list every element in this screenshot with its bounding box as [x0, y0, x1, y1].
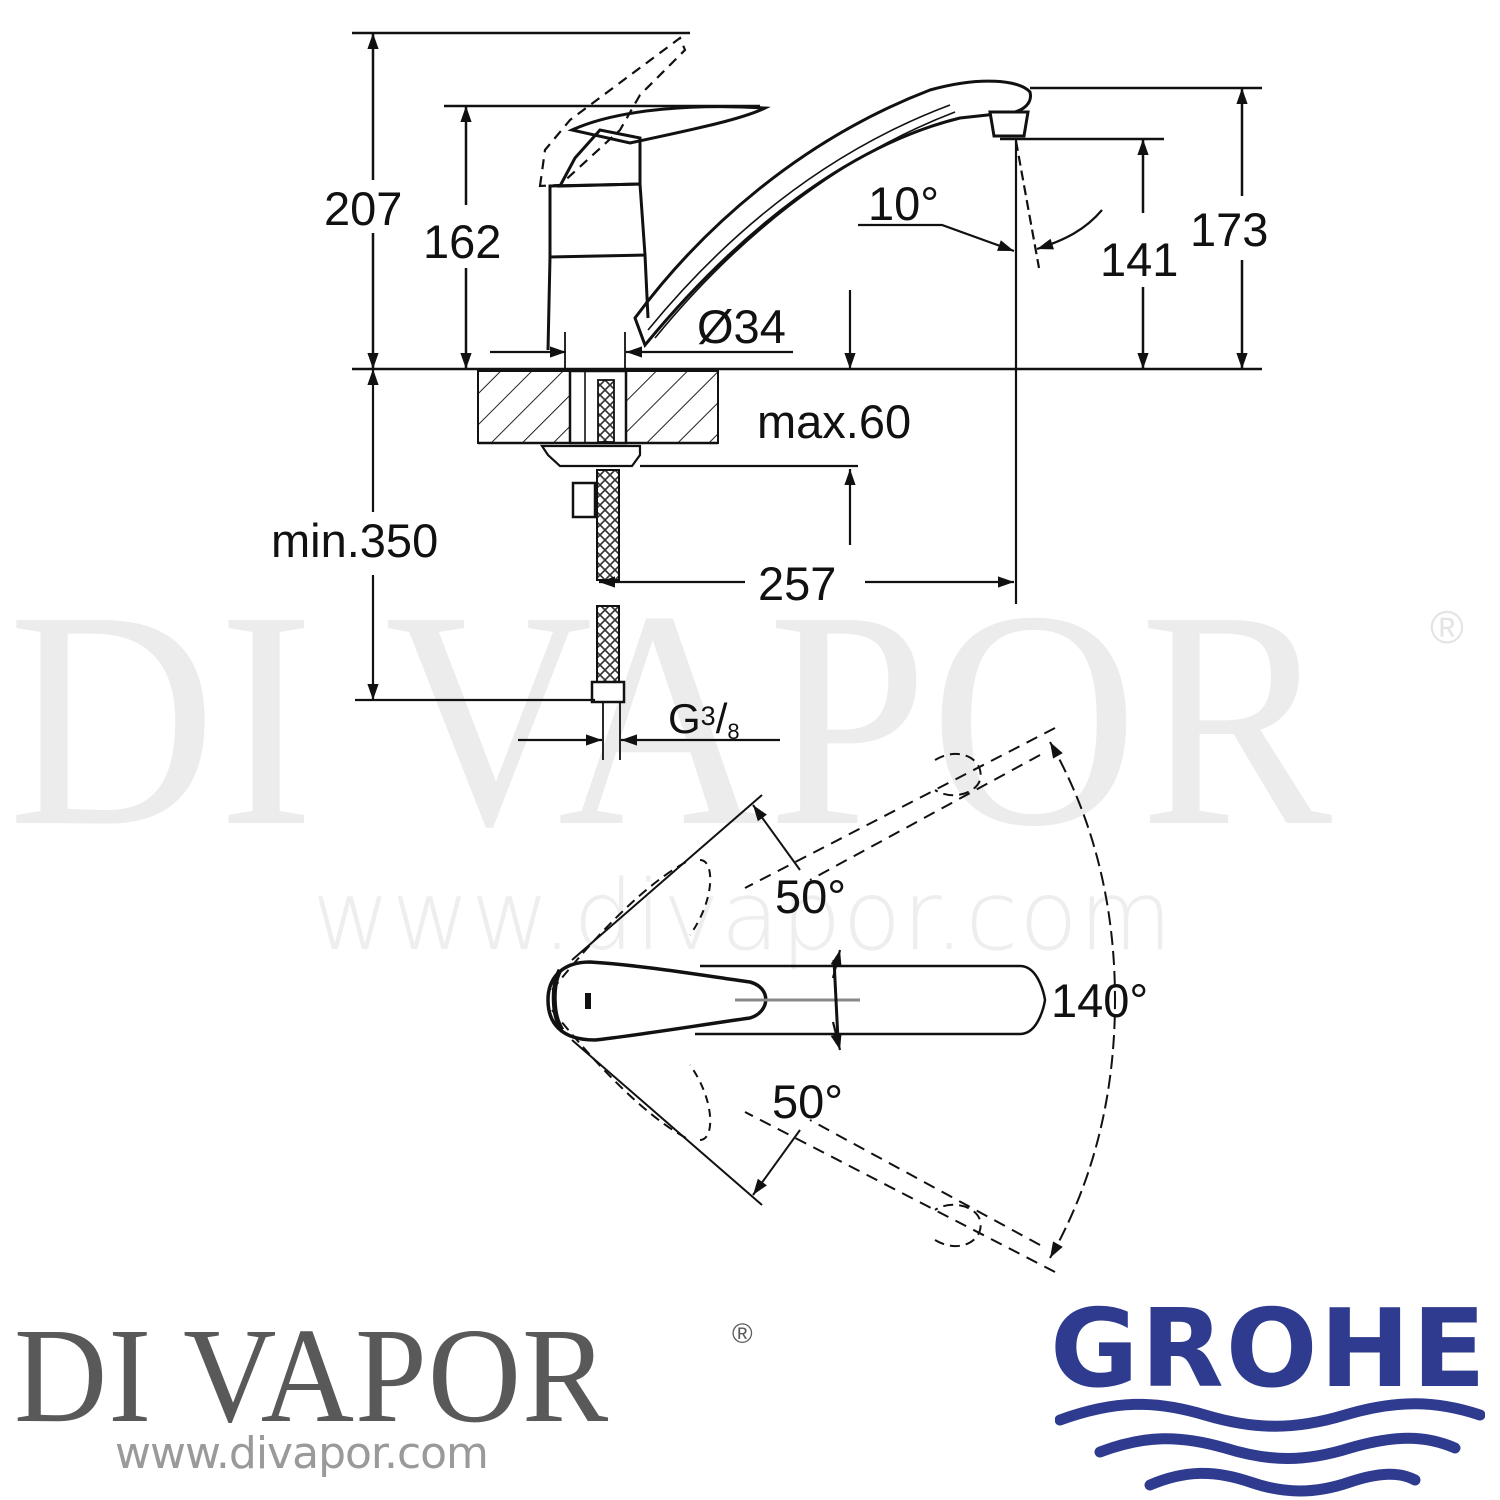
- dim-label-162: 162: [423, 215, 502, 268]
- divapor-registered-mark: ®: [732, 1318, 753, 1349]
- dim-label-diameter: Ø34: [697, 300, 786, 353]
- dim-label-reach: 257: [758, 557, 837, 610]
- thread-slash: /: [715, 695, 728, 742]
- top-view: [546, 727, 1116, 1273]
- side-view: [352, 31, 1262, 760]
- thread-denominator: 8: [727, 719, 740, 744]
- thread-numerator: 3: [700, 701, 716, 731]
- angle-label-lower: 50°: [772, 1075, 844, 1128]
- dim-label-thread: G3/8: [668, 695, 740, 744]
- dim-label-min-hose: min.350: [271, 514, 439, 567]
- dim-label-141: 141: [1100, 233, 1179, 286]
- divapor-url: www.divapor.com: [115, 1428, 489, 1479]
- angle-label-swivel: 140°: [1051, 974, 1149, 1027]
- divapor-logo: DI VAPOR: [14, 1301, 610, 1451]
- dim-label-spout-angle: 10°: [868, 177, 940, 230]
- angle-label-upper: 50°: [775, 870, 847, 923]
- dim-label-207: 207: [324, 182, 403, 235]
- grohe-logo: GROHE: [1050, 1287, 1488, 1412]
- dim-label-max-deck: max.60: [757, 395, 912, 448]
- thread-letter: G: [668, 695, 701, 742]
- grohe-waves-icon: [1055, 1398, 1485, 1497]
- dim-label-173: 173: [1190, 203, 1269, 256]
